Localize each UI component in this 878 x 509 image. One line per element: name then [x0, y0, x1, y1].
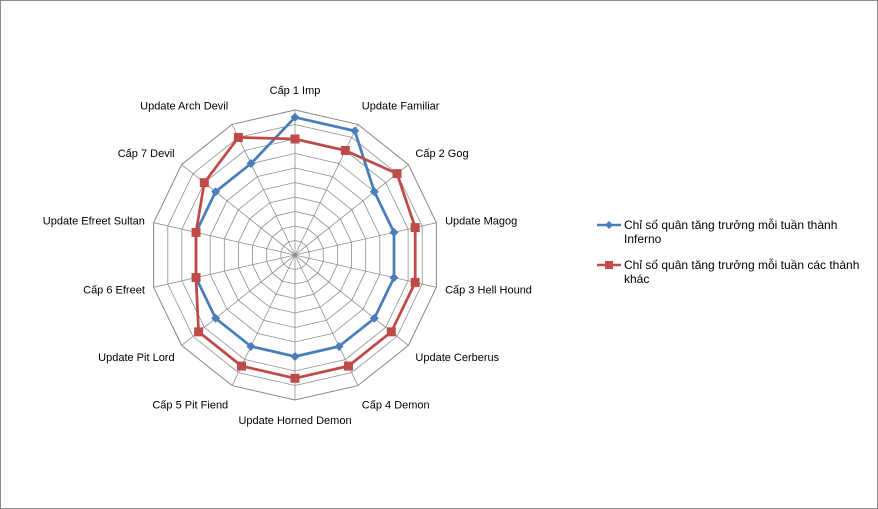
data-point [343, 361, 353, 371]
data-point [211, 187, 221, 197]
legend: Chỉ số quân tăng trưởng mỗi tuần thành I… [596, 218, 866, 298]
data-point [191, 227, 201, 237]
legend-swatch-series-1 [597, 221, 621, 229]
category-label: Update Magog [445, 216, 517, 228]
data-point [410, 223, 420, 233]
data-point [211, 313, 221, 323]
grid-spoke [294, 164, 409, 256]
category-label: Update Pit Lord [98, 352, 174, 364]
data-point [350, 126, 360, 136]
data-point [246, 159, 256, 169]
category-label: Cấp 7 Devil [118, 148, 175, 160]
category-label: Cấp 2 Gog [415, 148, 468, 160]
category-label: Update Efreet Sultan [43, 216, 145, 228]
category-label: Cấp 4 Demon [362, 400, 430, 412]
category-label: Update Horned Demon [238, 415, 351, 427]
category-label: Cấp 1 Imp [270, 85, 321, 97]
data-point [194, 327, 204, 337]
legend-label-series-2: Chỉ số quân tăng trưởng mỗi tuần các thà… [624, 258, 860, 286]
data-point [369, 313, 379, 323]
series-layer [191, 112, 420, 383]
data-point [191, 273, 201, 283]
legend-item-series-1: Chỉ số quân tăng trưởng mỗi tuần thành I… [596, 218, 866, 246]
data-point [246, 341, 256, 351]
data-point [410, 277, 420, 287]
category-label: Update Arch Devil [140, 100, 228, 112]
category-label: Cấp 3 Hell Hound [445, 284, 532, 296]
data-point [389, 273, 399, 283]
data-point [199, 178, 209, 188]
category-label: Cấp 6 Efreet [83, 284, 145, 296]
data-point [290, 373, 300, 383]
legend-item-series-2: Chỉ số quân tăng trưởng mỗi tuần các thà… [596, 258, 866, 286]
category-label: Update Familiar [362, 100, 440, 112]
data-point [290, 112, 300, 122]
category-label: Cấp 5 Pit Fiend [152, 400, 228, 412]
series-line-2 [194, 136, 417, 380]
data-point [290, 352, 300, 361]
grid-spoke [153, 222, 296, 256]
data-point [340, 145, 350, 155]
data-point [389, 227, 399, 237]
data-point [392, 169, 402, 179]
data-point [369, 187, 379, 197]
data-point [233, 132, 243, 142]
data-point [386, 327, 396, 337]
data-point [237, 361, 247, 371]
data-point [290, 134, 300, 144]
grid-spoke [231, 124, 296, 256]
grid-spoke [153, 254, 296, 288]
category-label: Update Cerberus [415, 352, 499, 364]
data-point [334, 341, 344, 351]
legend-label-series-1: Chỉ số quân tăng trưởng mỗi tuần thành I… [624, 218, 838, 246]
legend-swatch-series-2 [597, 261, 621, 269]
